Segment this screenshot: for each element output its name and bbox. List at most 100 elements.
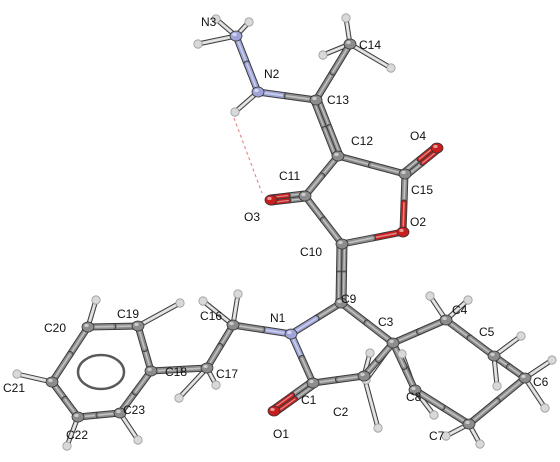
atom-C11 xyxy=(298,190,312,202)
atom-N1 xyxy=(284,328,298,340)
hydrogen-atom-C7-25 xyxy=(441,431,451,441)
label-C20: C20 xyxy=(44,321,66,335)
bonds-layer xyxy=(14,15,555,449)
atom-C2 xyxy=(357,370,371,382)
hydrogen-atom-C20-12 xyxy=(91,295,101,305)
bond-C19-C20 xyxy=(84,322,142,331)
bond-N3-N2 xyxy=(232,32,262,96)
label-C9: C9 xyxy=(341,292,357,306)
label-N3: N3 xyxy=(201,15,217,29)
bond-C16-C17 xyxy=(203,321,237,372)
hydrogen-atom-C17-9 xyxy=(174,393,184,403)
bond-C18-C19 xyxy=(134,322,155,375)
atom-C10 xyxy=(335,238,349,250)
hydrogen-atom-N3-3 xyxy=(193,39,203,49)
hydrogen-atom-C5-21 xyxy=(492,381,502,391)
label-C2: C2 xyxy=(333,405,349,419)
atom-C4 xyxy=(439,314,453,326)
label-C18: C18 xyxy=(165,365,187,379)
h-bond-N3-3 xyxy=(195,33,239,47)
label-C7: C7 xyxy=(429,429,445,443)
bond-C12-C11 xyxy=(301,152,342,200)
hydrogen-atom-C6-23 xyxy=(540,403,550,413)
bond-N1-C1 xyxy=(287,330,317,387)
label-C12: C12 xyxy=(351,134,373,148)
label-C19: C19 xyxy=(117,307,139,321)
atom-C21 xyxy=(45,376,59,388)
bond-C9-N1 xyxy=(287,299,345,338)
hydrogen-atom-C14-1 xyxy=(386,63,396,73)
bond-C13-C12 xyxy=(310,96,344,160)
bond-N1-C16 xyxy=(229,321,295,338)
label-O3: O3 xyxy=(244,210,260,224)
atom-C18 xyxy=(144,365,158,377)
hydrogen-atom-C19-11 xyxy=(175,298,185,308)
label-C8: C8 xyxy=(406,390,422,404)
atom-C14 xyxy=(343,38,357,50)
hydrogen-atom-C6-22 xyxy=(547,355,557,365)
atom-C19 xyxy=(131,320,145,332)
hydrogen-atom-C14-2 xyxy=(318,50,328,60)
hydrogen-atom-C8-26 xyxy=(429,410,439,420)
atom-O1 xyxy=(267,405,281,417)
label-O1: O1 xyxy=(273,427,289,441)
bond-C21-C22 xyxy=(48,378,82,421)
label-N2: N2 xyxy=(264,67,280,81)
hydrogen-atom-C2-17 xyxy=(365,348,375,358)
atom-N3 xyxy=(229,30,243,42)
h-bond-C19-11 xyxy=(135,300,183,329)
bond-C10-C9-b xyxy=(335,240,343,306)
atom-O4 xyxy=(430,142,444,154)
atom-O2 xyxy=(396,226,410,238)
atom-C17 xyxy=(200,362,214,374)
hydrogen-atom-N3-5 xyxy=(244,17,254,27)
label-N1: N1 xyxy=(270,311,286,325)
atom-C1 xyxy=(306,377,320,389)
label-O4: O4 xyxy=(410,129,426,143)
label-C11: C11 xyxy=(279,169,300,183)
aromatic-ring-circle xyxy=(76,353,126,391)
atom-C16 xyxy=(226,319,240,331)
hydrogen-atom-C4-19 xyxy=(463,295,473,305)
atom-C8 xyxy=(408,384,422,396)
bond-O2-C10 xyxy=(338,228,407,248)
bond-C7-C8 xyxy=(411,386,473,428)
hydrogen-atom-C4-18 xyxy=(425,291,435,301)
label-C5: C5 xyxy=(479,325,495,339)
hydrogen-atom-N3-4 xyxy=(211,14,221,24)
label-C21: C21 xyxy=(3,381,25,395)
h-bond-C14-1 xyxy=(347,41,394,71)
bond-C3-C4 xyxy=(389,316,450,347)
label-C23: C23 xyxy=(123,403,145,417)
hydrogen-atom-C2-16 xyxy=(373,423,383,433)
bond-C15-O2 xyxy=(399,170,409,236)
label-C6: C6 xyxy=(533,375,549,389)
hydrogen-bond-dashed xyxy=(233,117,263,194)
atom-C22 xyxy=(71,411,85,423)
label-C10: C10 xyxy=(300,245,322,259)
atom-O3 xyxy=(264,194,278,206)
atom-C3 xyxy=(386,337,400,349)
hydrogen-atom-N2-6 xyxy=(230,107,240,117)
label-C22: C22 xyxy=(66,428,88,442)
h-bond-C6-23 xyxy=(522,375,548,411)
bond-N2-C13 xyxy=(254,88,320,104)
bond-C20-C21 xyxy=(48,323,92,386)
atom-C23 xyxy=(113,407,127,419)
hydrogen-atom-C22-14 xyxy=(62,441,72,451)
h-bond-C17-9 xyxy=(176,365,210,401)
atom-N2 xyxy=(251,86,265,98)
atom-C15 xyxy=(398,168,412,180)
hydrogen-atom-C8-27 xyxy=(397,349,407,359)
h-bond-C2-16 xyxy=(361,373,381,431)
hydrogen-atom-C7-24 xyxy=(475,439,485,449)
bond-C12-C15 xyxy=(334,152,409,178)
atom-C5 xyxy=(487,350,501,362)
h-bond-C16-8 xyxy=(200,298,236,328)
bond-C1-C2 xyxy=(309,372,368,387)
label-C17: C17 xyxy=(216,367,238,381)
label-C13: C13 xyxy=(327,93,349,107)
atoms-layer xyxy=(12,13,557,451)
atom-C7 xyxy=(462,418,476,430)
